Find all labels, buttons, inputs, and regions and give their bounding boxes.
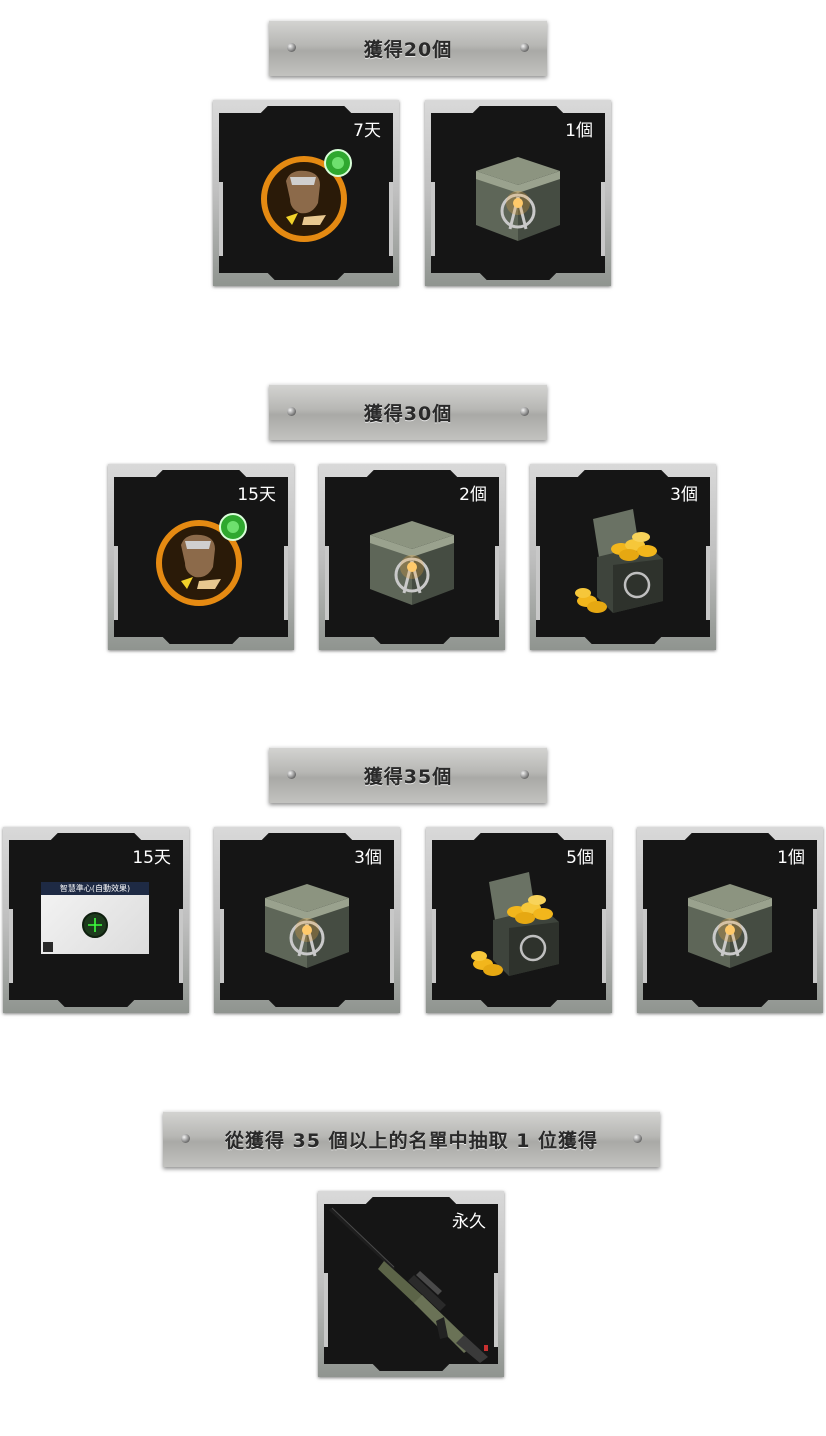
reward-item-card[interactable]: 1個: [637, 827, 823, 1013]
item-quantity: 15天: [237, 485, 276, 505]
rivet-icon: [520, 770, 529, 779]
rivet-icon: [287, 43, 296, 52]
item-quantity: 永久: [452, 1212, 486, 1232]
tier-banner: 從獲得 35 個以上的名單中抽取 1 位獲得: [163, 1111, 660, 1167]
reward-item-card[interactable]: 2個: [319, 464, 505, 650]
item-quantity: 5個: [566, 848, 594, 868]
rivet-icon: [633, 1134, 642, 1143]
tier-banner-label: 從獲得 35 個以上的名單中抽取 1 位獲得: [224, 1129, 599, 1152]
gold-coin-box-icon: [575, 509, 663, 613]
rivet-icon: [181, 1134, 190, 1143]
rivet-icon: [287, 770, 296, 779]
item-quantity: 7天: [353, 121, 381, 141]
item-quantity: 2個: [459, 485, 487, 505]
gold-coin-box-icon: [471, 872, 559, 976]
tier-banner-label: 獲得20個: [363, 38, 453, 61]
ability-badge-icon: [261, 149, 352, 242]
reward-item-card[interactable]: 15天: [108, 464, 294, 650]
item-quantity: 3個: [354, 848, 382, 868]
reward-item-card[interactable]: 5個: [426, 827, 612, 1013]
crosshair-item-icon: 智慧準心(自動效果): [41, 882, 149, 954]
rivet-icon: [287, 407, 296, 416]
tier-banner-label: 獲得35個: [363, 765, 453, 788]
rivet-icon: [520, 407, 529, 416]
reward-item-card[interactable]: 3個: [214, 827, 400, 1013]
sniper-rifle-icon: [328, 1207, 488, 1363]
supply-box-icon: [265, 884, 349, 968]
supply-box-icon: [476, 157, 560, 241]
tier-banner: 獲得20個: [269, 20, 547, 76]
item-quantity: 15天: [132, 848, 171, 868]
tier-banner-label: 獲得30個: [363, 402, 453, 425]
supply-box-icon: [370, 521, 454, 605]
crosshair-icon: [43, 912, 108, 952]
rivet-icon: [520, 43, 529, 52]
reward-item-card[interactable]: 7天: [213, 100, 399, 286]
item-quantity: 1個: [565, 121, 593, 141]
reward-item-card[interactable]: 1個: [425, 100, 611, 286]
crosshair-item-title: 智慧準心(自動效果): [41, 882, 149, 895]
ability-badge-icon: [156, 513, 247, 606]
reward-item-card[interactable]: 永久: [318, 1191, 504, 1377]
reward-item-card[interactable]: 3個: [530, 464, 716, 650]
reward-item-card[interactable]: 15天 智慧準心(自動效果): [3, 827, 189, 1013]
item-quantity: 3個: [670, 485, 698, 505]
tier-banner: 獲得30個: [269, 384, 547, 440]
item-quantity: 1個: [777, 848, 805, 868]
tier-banner: 獲得35個: [269, 747, 547, 803]
supply-box-icon: [688, 884, 772, 968]
